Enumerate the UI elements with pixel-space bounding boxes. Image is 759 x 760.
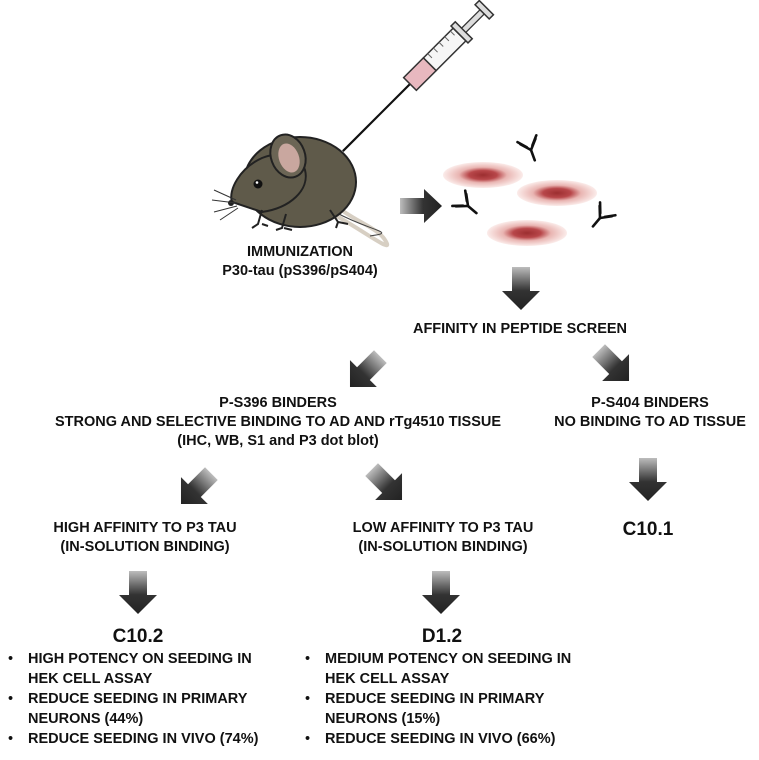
arrow-icon [400, 189, 442, 223]
list-item: REDUCE SEEDING IN PRIMARY NEURONS (44%) [8, 690, 286, 729]
arrow-icon [422, 571, 460, 614]
low-affinity-block: LOW AFFINITY TO P3 TAU (IN-SOLUTION BIND… [318, 519, 568, 557]
arrow-icon [629, 458, 667, 501]
list-item: MEDIUM POTENCY ON SEEDING IN HEK CELL AS… [305, 650, 595, 689]
low-affinity-title: LOW AFFINITY TO P3 TAU [352, 520, 534, 536]
arrow-icon [585, 337, 643, 395]
ps396-description: STRONG AND SELECTIVE BINDING TO AD AND r… [54, 414, 502, 430]
list-item: REDUCE SEEDING IN PRIMARY NEURONS (15%) [305, 690, 595, 729]
arrow-icon [167, 460, 225, 518]
low-affinity-subtitle: (IN-SOLUTION BINDING) [358, 539, 528, 555]
list-item: HIGH POTENCY ON SEEDING IN HEK CELL ASSA… [8, 650, 286, 689]
arrow-icon [358, 456, 416, 514]
cell-dish-icon [443, 162, 597, 246]
arrow-icon [502, 267, 540, 310]
immunization-label: IMMUNIZATION P30-tau (pS396/pS404) [200, 243, 400, 281]
list-item: REDUCE SEEDING IN VIVO (66%) [305, 730, 595, 750]
high-affinity-subtitle: (IN-SOLUTION BINDING) [60, 539, 230, 555]
low-affinity-results: MEDIUM POTENCY ON SEEDING IN HEK CELL AS… [305, 650, 595, 751]
high-affinity-block: HIGH AFFINITY TO P3 TAU (IN-SOLUTION BIN… [20, 519, 270, 557]
ps404-block: P-S404 BINDERS NO BINDING TO AD TISSUE [550, 394, 750, 432]
ps404-title: P-S404 BINDERS [591, 395, 709, 411]
mouse-icon [211, 133, 389, 248]
high-affinity-title: HIGH AFFINITY TO P3 TAU [53, 520, 237, 536]
syringe-icon [342, 0, 495, 152]
clone-c10-1: C10.1 [622, 519, 674, 540]
clone-c10-2: C10.2 [112, 626, 164, 647]
immunization-title: IMMUNIZATION [246, 244, 354, 260]
list-item: REDUCE SEEDING IN VIVO (74%) [8, 730, 286, 750]
ps396-block: P-S396 BINDERS STRONG AND SELECTIVE BIND… [28, 394, 528, 451]
screen-label: AFFINITY IN PEPTIDE SCREEN [412, 321, 628, 337]
clone-d1-2: D1.2 [421, 626, 463, 647]
ps404-description: NO BINDING TO AD TISSUE [554, 414, 746, 430]
ps396-title: P-S396 BINDERS [219, 395, 337, 411]
high-affinity-results: HIGH POTENCY ON SEEDING IN HEK CELL ASSA… [8, 650, 286, 751]
arrow-icon [336, 343, 394, 401]
arrow-icon [119, 571, 157, 614]
ps396-methods: (IHC, WB, S1 and P3 dot blot) [177, 433, 379, 449]
immunization-antigen: P30-tau (pS396/pS404) [222, 263, 378, 279]
